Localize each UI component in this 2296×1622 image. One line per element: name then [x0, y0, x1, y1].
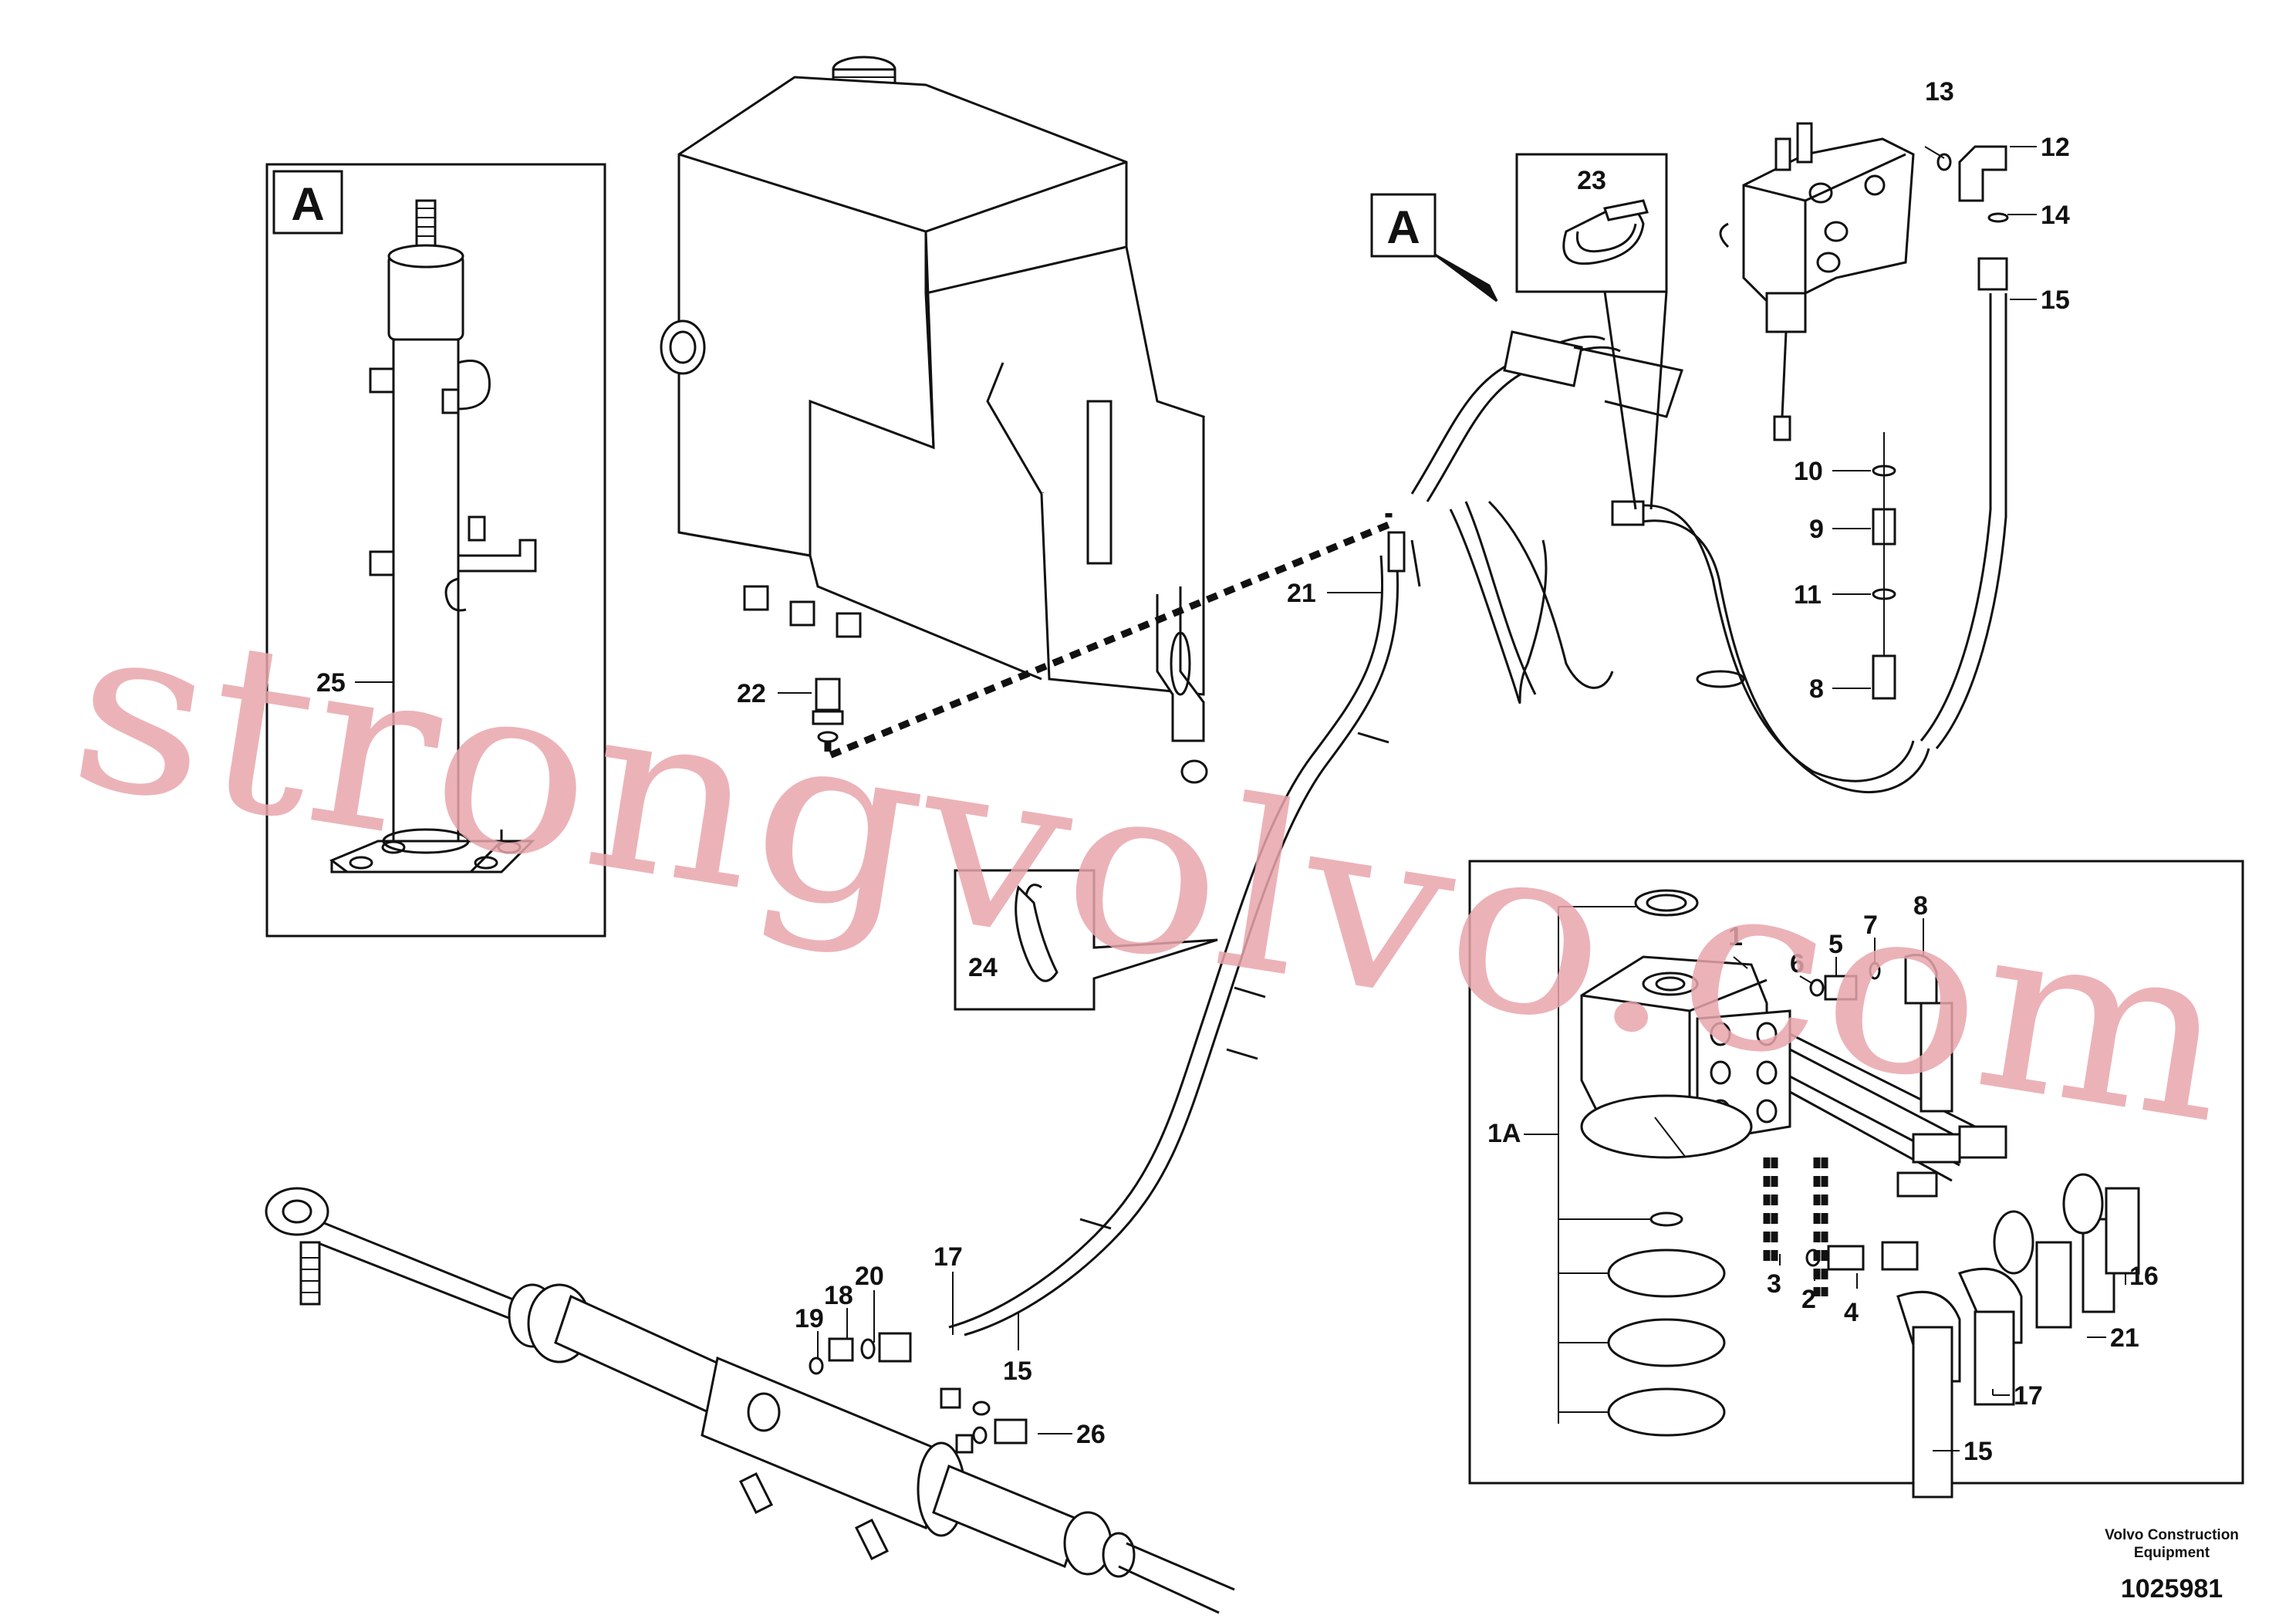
callout-9: 9	[1809, 515, 1824, 544]
callout-14: 14	[2041, 201, 2070, 230]
callout-15-detail: 15	[1963, 1437, 1993, 1466]
callout-1: 1	[1728, 922, 1743, 951]
detail-a-label: A	[291, 178, 324, 230]
callout-18: 18	[824, 1281, 853, 1310]
callout-8-detail: 8	[1913, 891, 1928, 921]
steering-column-post	[329, 199, 537, 874]
callout-12: 12	[2041, 133, 2070, 162]
callout-25: 25	[316, 668, 346, 698]
detail-a-panel: A 25	[265, 163, 606, 938]
callout-17-bottom: 17	[934, 1242, 963, 1272]
detail-box-24	[954, 869, 1218, 1011]
callout-19: 19	[795, 1304, 824, 1333]
callout-24: 24	[968, 953, 998, 982]
callout-20: 20	[855, 1262, 884, 1291]
callout-10: 10	[1794, 457, 1823, 486]
steering-unit-detail-panel	[1468, 860, 2244, 1499]
callout-7: 7	[1863, 911, 1878, 940]
callout-26: 26	[1076, 1420, 1106, 1449]
callout-3: 3	[1767, 1269, 1781, 1299]
credit-company: Volvo Construction	[2105, 1527, 2239, 1543]
hydraulic-tank	[660, 56, 1208, 784]
callout-17-detail: 17	[2014, 1381, 2043, 1411]
callout-6: 6	[1790, 949, 1805, 978]
drawing-number: 1025981	[2121, 1574, 2223, 1603]
callout-1a: 1A	[1487, 1119, 1521, 1148]
callout-5: 5	[1828, 930, 1843, 959]
detail-box-23	[1515, 153, 1668, 510]
callout-15-bottom: 15	[1003, 1357, 1032, 1386]
callout-13: 13	[1925, 77, 1954, 106]
callout-16: 16	[2129, 1262, 2159, 1291]
callout-21-top: 21	[1287, 579, 1316, 608]
callout-22: 22	[737, 679, 766, 708]
callout-21-detail: 21	[2110, 1323, 2139, 1353]
hose-bundle	[948, 293, 2007, 1336]
return-line-dashed	[824, 513, 1393, 762]
detail-a-pointer-label: A	[1386, 201, 1420, 253]
control-valve	[1719, 122, 2009, 700]
credit-equipment: Equipment	[2134, 1545, 2210, 1561]
callout-23: 23	[1577, 166, 1606, 195]
callout-8-top: 8	[1809, 674, 1824, 704]
callout-15-top: 15	[2041, 286, 2070, 315]
detail-a-pointer: A	[1370, 193, 1498, 302]
callout-4: 4	[1844, 1298, 1859, 1327]
callout-11: 11	[1794, 580, 1822, 610]
steering-cylinder	[265, 1187, 1235, 1614]
callout-2: 2	[1801, 1285, 1816, 1314]
